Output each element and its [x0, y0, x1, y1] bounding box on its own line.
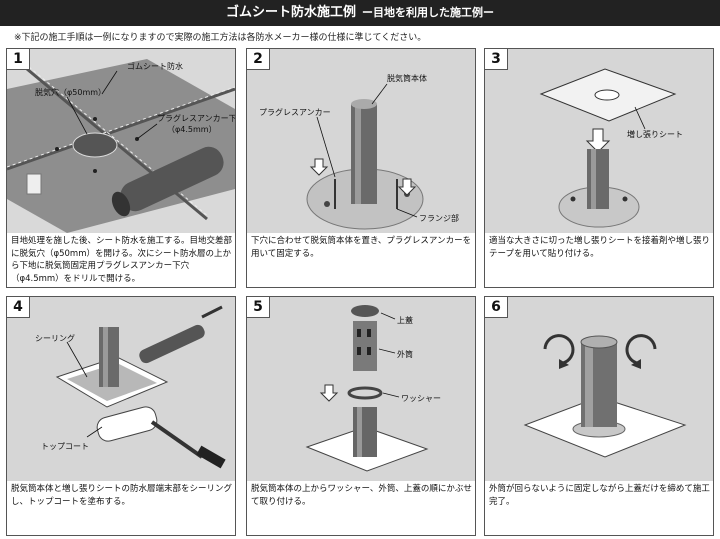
step-illustration-5: 上蓋 外筒 ワッシャー: [247, 297, 475, 481]
label-anchor-hole-size: （φ4.5mm）: [167, 125, 217, 134]
rubber-sheet-drilling-diagram: ゴムシート防水 脱気穴（φ50mm） プラグレスアンカー下穴 （φ4.5mm）: [7, 49, 235, 233]
page-title: ゴムシート防水施工例: [225, 5, 356, 20]
label-washer: ワッシャー: [401, 394, 441, 403]
step-number: 3: [485, 49, 508, 70]
step-number: 2: [247, 49, 270, 70]
label-plugless-anchor: プラグレスアンカー: [259, 107, 331, 117]
label-top-coat: トップコート: [41, 442, 89, 451]
step-caption: 下穴に合わせて脱気筒本体を置き、プラグレスアンカーを用いて固定する。: [251, 236, 472, 259]
step-panel-2: 2 脱気筒本体 プラグレスアンカー フランジ部 下穴に合わせて脱気筒本体を置き、…: [246, 48, 476, 288]
step-illustration-6: [485, 297, 713, 481]
cap-outer-washer-diagram: 上蓋 外筒 ワッシャー: [247, 297, 475, 481]
step-panel-3: 3 増し張りシート 適当な大きさに切った増し張りシートを接着剤や増し張りテープを…: [484, 48, 714, 288]
page-subtitle: ー目地を利用した施工例ー: [362, 6, 494, 19]
step-caption: 脱気筒本体の上からワッシャー、外筒、上蓋の順にかぶせて取り付ける。: [251, 484, 472, 507]
label-top-cap: 上蓋: [397, 315, 413, 325]
step-panel-1: 1 ゴムシート防水 脱気穴（φ50mm） プラグレスアンカー下穴 （φ4.5mm…: [6, 48, 236, 288]
disclaimer-note: ※下記の施工手順は一例になりますので実際の施工方法は各防水メーカー様の仕様に準じ…: [14, 33, 427, 43]
step-caption: 目地処理を施した後、シート防水を施工する。目地交差部に脱気穴（φ50mm）を開け…: [11, 236, 233, 284]
sealing-topcoat-diagram: シーリング トップコート: [7, 297, 235, 481]
step-panel-4: 4 シーリング トップコート 脱気筒本体と増し張りシートの防水層端末部をシーリン…: [6, 296, 236, 536]
step-panel-6: 6 外筒が回らないように固定しながら上蓋だけを締めて施工完了。: [484, 296, 714, 536]
step-number: 1: [7, 49, 30, 70]
step-number: 5: [247, 297, 270, 318]
label-flange: フランジ部: [419, 213, 459, 223]
label-anchor-hole: プラグレスアンカー下穴: [157, 113, 235, 123]
label-vent-body: 脱気筒本体: [387, 73, 427, 83]
step-panel-5: 5 上蓋 外筒 ワッシャー 脱気筒本体の上からワッシャー、外筒、上蓋の順にかぶせ…: [246, 296, 476, 536]
step-illustration-1: ゴムシート防水 脱気穴（φ50mm） プラグレスアンカー下穴 （φ4.5mm）: [7, 49, 235, 233]
step-illustration-2: 脱気筒本体 プラグレスアンカー フランジ部: [247, 49, 475, 233]
step-number: 4: [7, 297, 30, 318]
step-illustration-4: シーリング トップコート: [7, 297, 235, 481]
step-caption: 脱気筒本体と増し張りシートの防水層端末部をシーリングし、トップコートを塗布する。: [11, 484, 233, 507]
completed-vent-diagram: [485, 297, 713, 481]
reinforcement-sheet-diagram: 増し張りシート: [485, 49, 713, 233]
label-reinforcement-sheet: 増し張りシート: [627, 129, 683, 139]
step-number: 6: [485, 297, 508, 318]
title-bar: ゴムシート防水施工例ー目地を利用した施工例ー: [0, 0, 720, 26]
label-sealing: シーリング: [35, 333, 75, 343]
step-illustration-3: 増し張りシート: [485, 49, 713, 233]
vent-body-anchor-diagram: 脱気筒本体 プラグレスアンカー フランジ部: [247, 49, 475, 233]
label-outer-tube: 外筒: [397, 349, 413, 359]
label-rubber-sheet: ゴムシート防水: [127, 61, 183, 71]
step-caption: 適当な大きさに切った増し張りシートを接着剤や増し張りテープを用いて貼り付ける。: [489, 236, 711, 259]
step-caption: 外筒が回らないように固定しながら上蓋だけを締めて施工完了。: [489, 484, 710, 507]
label-vent-hole: 脱気穴（φ50mm）: [35, 87, 106, 97]
